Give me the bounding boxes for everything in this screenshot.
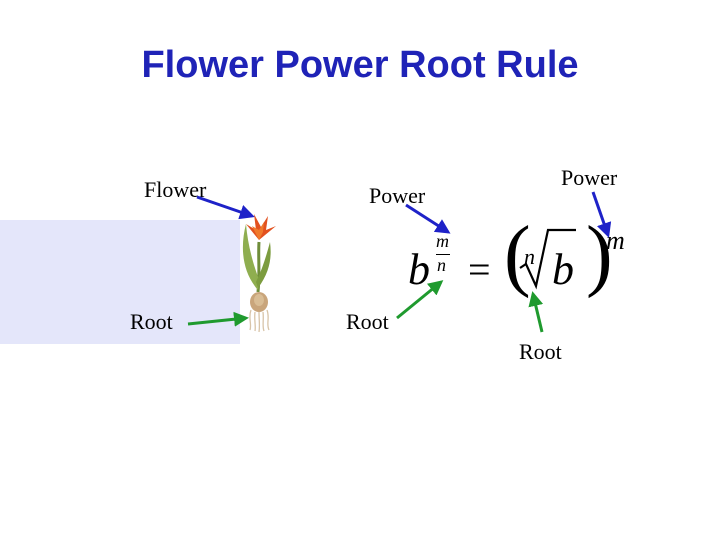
page-title: Flower Power Root Rule	[141, 44, 579, 86]
tulip-bulb-icon	[242, 214, 276, 332]
equation-open-paren: (	[504, 211, 531, 299]
flower-arrow	[196, 195, 255, 220]
middle-root-arrow	[396, 280, 444, 320]
equation-exponent-fraction-bar	[436, 254, 450, 255]
right-root-label: Root	[519, 339, 562, 364]
middle-root-label: Root	[346, 309, 389, 334]
equation-radical-index: n	[524, 244, 535, 269]
left-root-label: Root	[130, 309, 173, 334]
middle-power-label: Power	[369, 183, 426, 208]
right-power-label: Power	[561, 165, 618, 190]
left-root-arrow	[187, 311, 249, 327]
equation-exponent-denominator: n	[437, 255, 446, 275]
equation-exponent-numerator: m	[436, 231, 449, 251]
right-root-arrow	[528, 291, 544, 333]
equation-base: b	[408, 245, 430, 294]
right-power-arrow	[591, 191, 612, 238]
radical-sign-icon	[519, 228, 576, 290]
middle-power-arrow	[405, 203, 451, 234]
equation-radicand: b	[552, 245, 574, 294]
equation-equals: =	[468, 247, 491, 292]
flower-label: Flower	[144, 177, 207, 202]
